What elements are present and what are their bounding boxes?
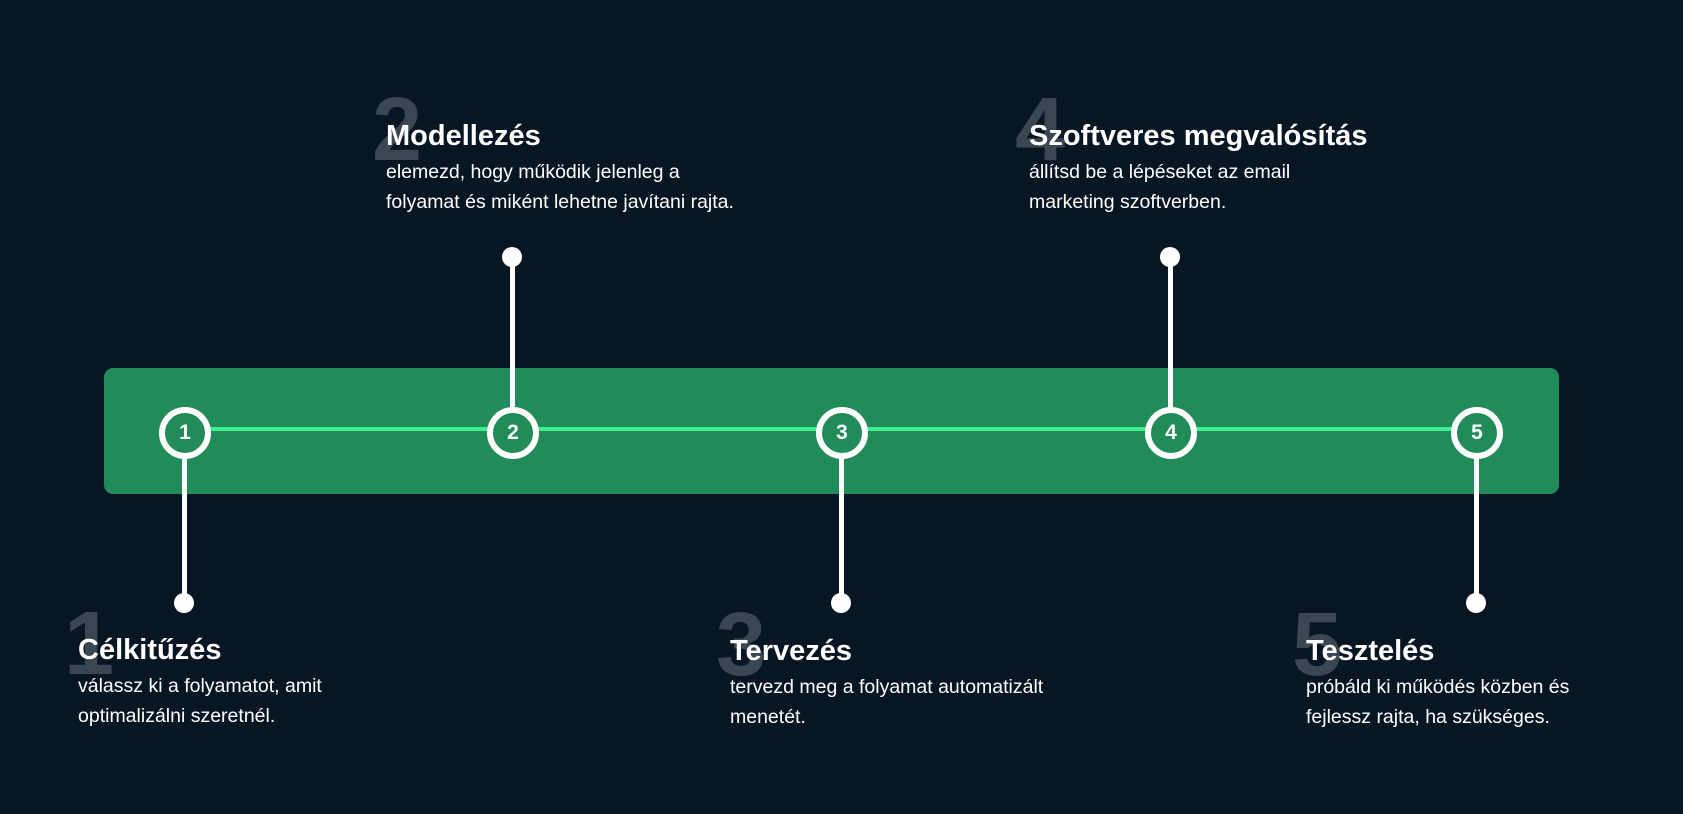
connector-end-1 [174,593,194,613]
connector-2 [510,256,515,408]
step-node-number: 4 [1165,421,1177,444]
step-ghost-number: 2 [372,80,423,180]
step-node-number: 1 [179,421,191,444]
step-title: Tervezés [730,635,852,667]
step-ghost-number: 3 [716,595,767,695]
step-description: próbáld ki működés közben és fejlessz ra… [1306,676,1570,728]
connector-4 [1168,256,1173,408]
step-node-5: 5 [1451,407,1503,459]
step-5: 5 Tesztelés próbáld ki működés közben és… [1292,600,1570,732]
step-node-4: 4 [1145,407,1197,459]
step-ghost-number: 4 [1015,80,1066,180]
step-title: Tesztelés [1306,635,1435,667]
connector-5 [1474,450,1479,602]
step-node-number: 5 [1471,421,1483,444]
step-node-number: 2 [507,421,519,444]
step-description: tervezd meg a folyamat automatizált mene… [730,676,1044,728]
step-ghost-number: 5 [1292,595,1343,695]
step-description: állítsd be a lépéseket az email marketin… [1029,161,1291,213]
connector-end-5 [1466,593,1486,613]
step-ghost-number: 1 [64,594,115,694]
step-1: 1 Célkitűzés válassz ki a folyamatot, am… [64,599,322,731]
step-2: 2 Modellezés elemezd, hogy működik jelen… [372,85,734,217]
step-title: Modellezés [386,120,541,152]
step-node-1: 1 [159,407,211,459]
step-4: 4 Szoftveres megvalósítás állítsd be a l… [1015,85,1368,217]
step-description: válassz ki a folyamatot, amit optimalizá… [78,675,322,727]
connector-end-2 [502,247,522,267]
step-node-3: 3 [816,407,868,459]
connector-end-4 [1160,247,1180,267]
step-3: 3 Tervezés tervezd meg a folyamat automa… [716,600,1044,732]
step-title: Célkitűzés [78,634,222,666]
connector-end-3 [831,593,851,613]
step-node-2: 2 [487,407,539,459]
connector-1 [182,450,187,602]
step-node-number: 3 [836,421,848,444]
step-description: elemezd, hogy működik jelenleg a folyama… [386,161,734,213]
step-title: Szoftveres megvalósítás [1029,120,1368,152]
connector-3 [839,450,844,602]
